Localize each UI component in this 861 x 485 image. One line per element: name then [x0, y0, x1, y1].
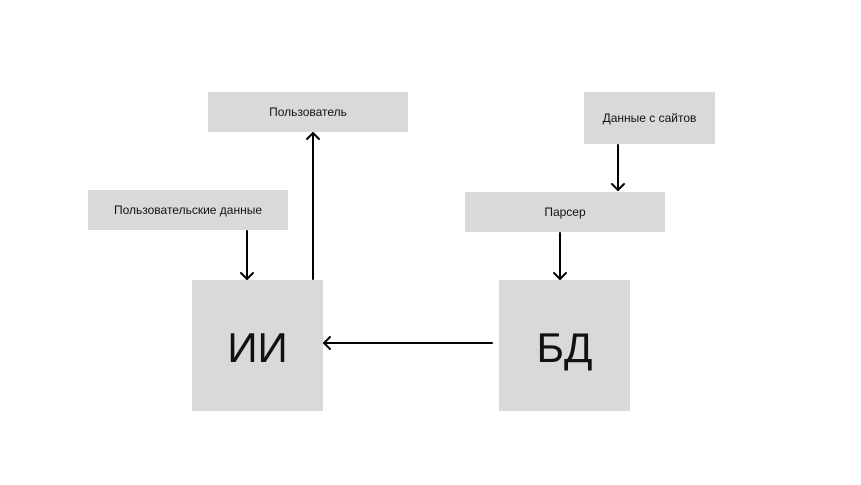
node-user-label: Пользователь — [269, 105, 347, 119]
arrow-parser-to-db — [553, 232, 567, 280]
node-site-data: Данные с сайтов — [584, 92, 715, 144]
arrow-ai-to-user — [306, 132, 320, 280]
node-site-data-label: Данные с сайтов — [602, 111, 697, 125]
node-ai: ИИ — [192, 280, 323, 411]
node-user: Пользователь — [208, 92, 408, 132]
arrow-db-to-ai — [323, 336, 493, 350]
node-user-data: Пользовательские данные — [88, 190, 288, 230]
node-parser: Парсер — [465, 192, 665, 232]
node-user-data-label: Пользовательские данные — [113, 203, 263, 217]
arrow-site-data-to-parser — [611, 144, 625, 191]
node-db-label: БД — [536, 323, 593, 371]
arrow-user-data-to-ai — [240, 230, 254, 280]
node-ai-label: ИИ — [227, 323, 288, 371]
node-parser-label: Парсер — [544, 205, 586, 219]
node-db: БД — [499, 280, 630, 411]
